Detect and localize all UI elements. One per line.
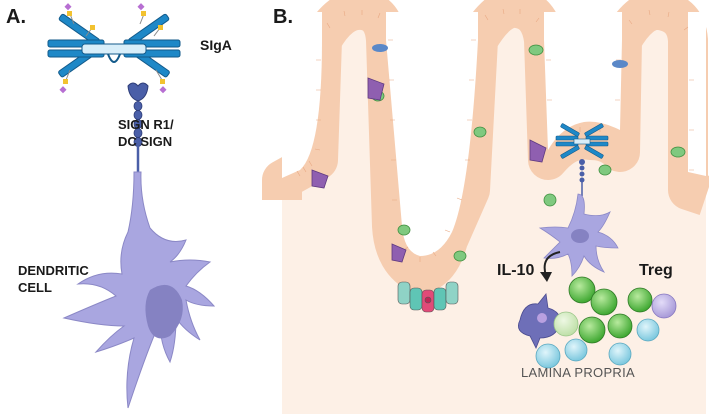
goblet-cells bbox=[371, 44, 686, 262]
il10-label: IL-10 bbox=[497, 262, 535, 279]
sign-r1-label-line1: SIGN R1/ bbox=[118, 117, 174, 132]
treg-cell bbox=[607, 313, 633, 339]
brush-border bbox=[296, 8, 694, 262]
pale-green-cell bbox=[553, 311, 579, 337]
goblet-cell bbox=[543, 193, 557, 207]
intestinal-epithelium bbox=[262, 0, 709, 294]
sign-r1-receptor-icon bbox=[127, 82, 149, 175]
panel-b-label: B. bbox=[273, 6, 293, 28]
goblet-cell bbox=[670, 146, 686, 158]
tuft-cell bbox=[311, 169, 329, 189]
treg-cell bbox=[578, 316, 606, 344]
goblet-cell bbox=[598, 164, 612, 176]
cyan-cell bbox=[535, 343, 561, 369]
tuft-cells bbox=[311, 77, 547, 263]
sign-r1-receptor-small-icon bbox=[579, 159, 585, 196]
lamina-propria-label: LAMINA PROPRIA bbox=[521, 365, 636, 380]
dendritic-cell-small-icon bbox=[538, 193, 619, 277]
siga-antibody-small-icon bbox=[555, 123, 609, 159]
goblet-cell bbox=[453, 250, 467, 262]
tuft-cell bbox=[391, 243, 407, 263]
siga-antibody-icon bbox=[47, 3, 181, 94]
treg-cell bbox=[590, 288, 618, 316]
tuft-cell bbox=[529, 139, 547, 163]
panel-a-illustration bbox=[47, 3, 216, 409]
panel-b-illustration bbox=[262, 0, 709, 414]
dendritic-cell-label: DENDRITIC CELL bbox=[18, 262, 89, 296]
dendritic-cell-label-line1: DENDRITIC bbox=[18, 263, 89, 278]
dendritic-cell-icon bbox=[62, 171, 216, 409]
panel-a-label: A. bbox=[6, 6, 26, 28]
treg-cell bbox=[627, 287, 653, 313]
blue-epithelial-marks bbox=[372, 44, 628, 68]
siga-label: SIgA bbox=[200, 37, 232, 53]
goblet-cell bbox=[397, 224, 411, 236]
lavender-cell bbox=[651, 293, 677, 319]
sign-r1-label-line2: DC SIGN bbox=[118, 134, 173, 149]
treg-cell bbox=[568, 276, 596, 304]
goblet-cell bbox=[528, 44, 544, 56]
cyan-cell bbox=[608, 342, 632, 366]
goblet-cell bbox=[473, 126, 487, 138]
cyan-cell bbox=[564, 338, 588, 362]
treg-cell-cluster bbox=[535, 276, 677, 369]
dendritic-cell-label-line2: CELL bbox=[18, 280, 52, 295]
sign-r1-label: SIGN R1/ DC SIGN bbox=[118, 116, 174, 150]
crypt-base-cells bbox=[397, 281, 459, 313]
treg-label: Treg bbox=[639, 262, 673, 279]
tuft-cell bbox=[367, 77, 385, 101]
cyan-cell bbox=[636, 318, 660, 342]
